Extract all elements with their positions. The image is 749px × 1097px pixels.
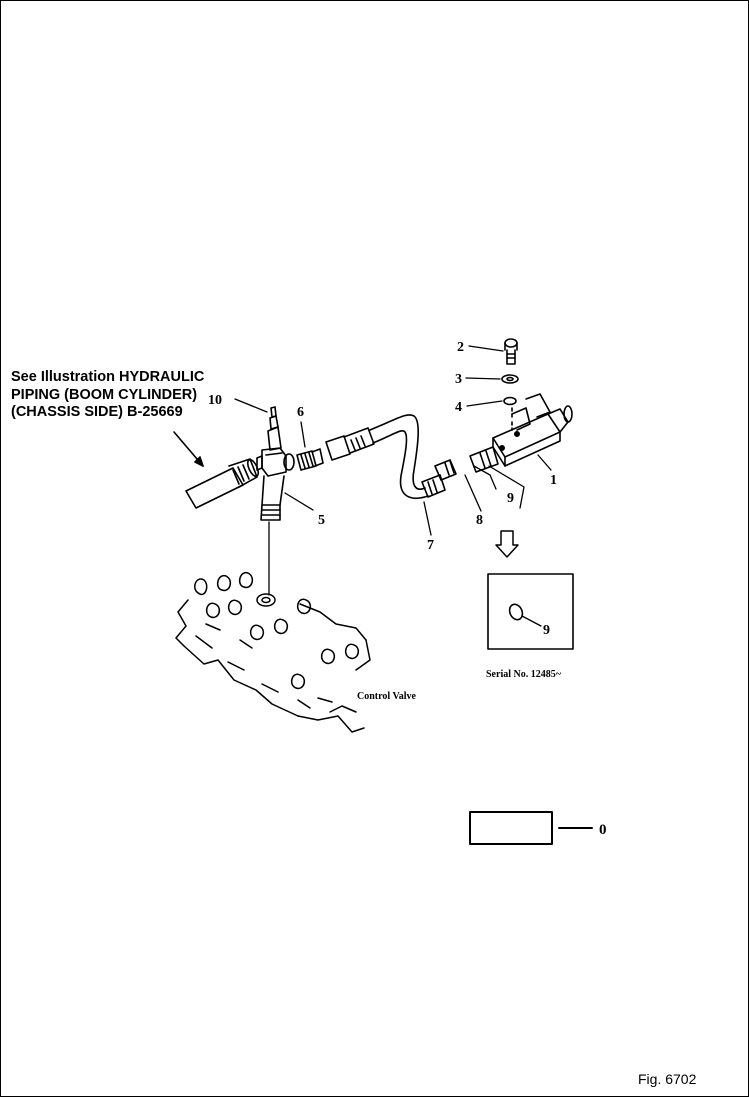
bolt-2 <box>504 338 518 365</box>
callout-6: 6 <box>297 405 304 420</box>
tee-fitting-5 <box>256 406 295 521</box>
control-valve <box>175 571 371 733</box>
callout-leaders <box>234 345 552 536</box>
kit-box <box>469 811 553 845</box>
callout-5: 5 <box>318 513 325 528</box>
serial-number: Serial No. 12485~ <box>486 669 562 680</box>
callout-2: 2 <box>457 340 464 355</box>
callout-10: 10 <box>208 393 222 408</box>
callout-8: 8 <box>476 513 483 528</box>
reference-note: See Illustration HYDRAULIC PIPING (BOOM … <box>11 369 204 422</box>
reference-note-line-2: PIPING (BOOM CYLINDER) <box>11 386 198 403</box>
callout-7: 7 <box>427 538 434 553</box>
inset-o-ring <box>508 603 542 627</box>
control-valve-label: Control Valve <box>357 691 417 702</box>
washer-3 <box>501 374 519 384</box>
note-leader-arrow <box>173 431 204 467</box>
callout-1: 1 <box>550 473 557 488</box>
o-ring-4 <box>503 396 517 406</box>
inset-callout-9: 9 <box>543 623 550 638</box>
reference-note-line-3: (CHASSIS SIDE) B-25669 <box>11 404 183 420</box>
valve-block-1 <box>469 393 573 473</box>
callout-4: 4 <box>455 400 462 415</box>
figure-number: Fig. 6702 <box>638 1071 697 1087</box>
boom-hose-fitting <box>185 458 260 509</box>
kit-callout: 0 <box>599 822 607 838</box>
inset-box <box>487 573 574 650</box>
callout-3: 3 <box>455 372 462 387</box>
connector-6 <box>296 448 324 471</box>
callout-9: 9 <box>507 491 514 506</box>
hose-7 <box>325 414 457 500</box>
reference-note-line-1: See Illustration HYDRAULIC <box>11 369 205 385</box>
inset-arrow <box>495 530 519 558</box>
